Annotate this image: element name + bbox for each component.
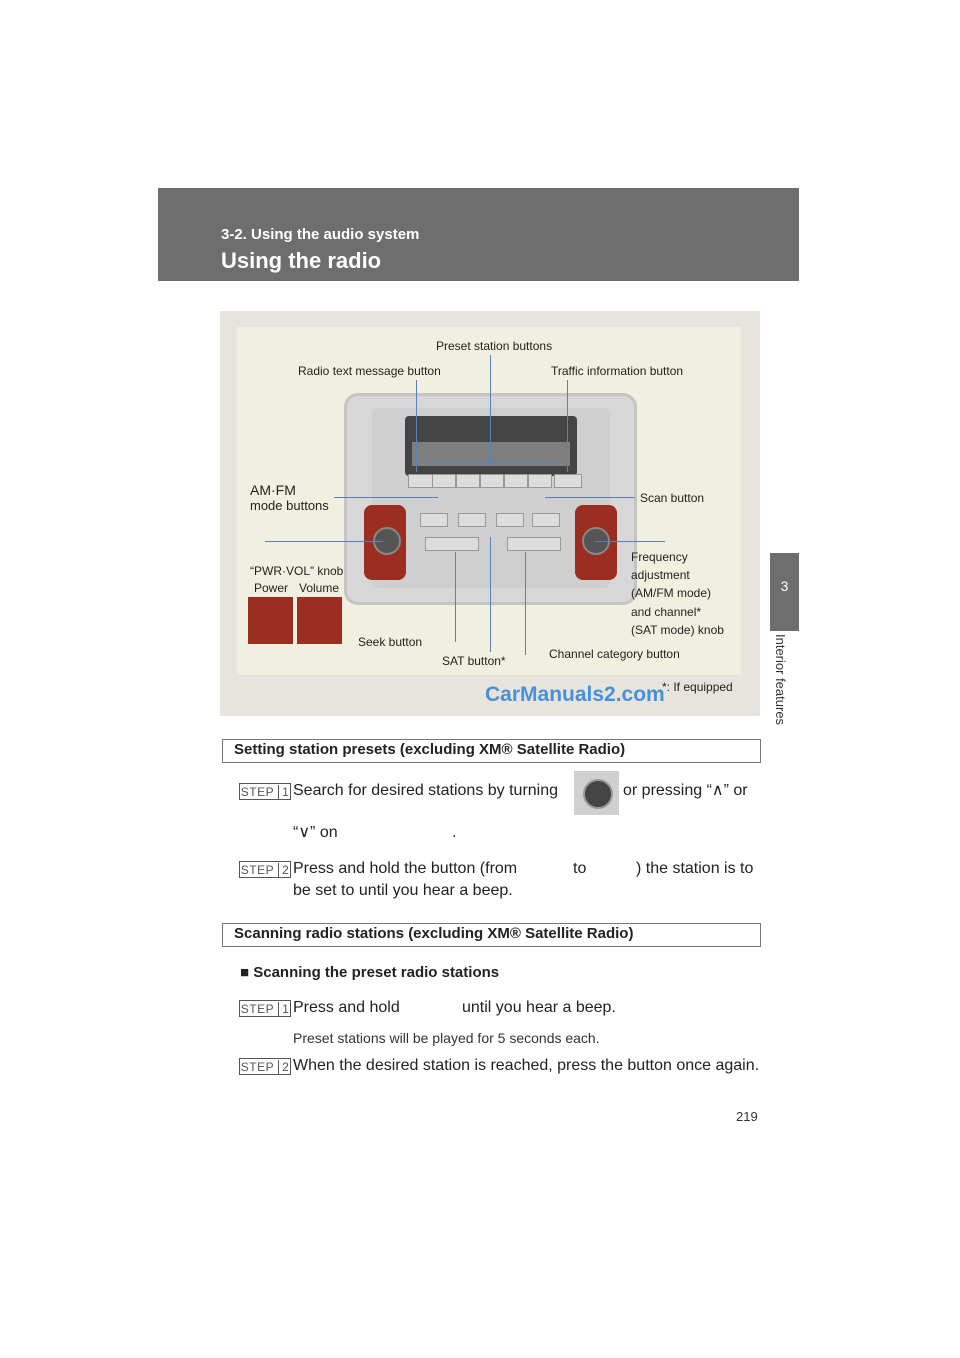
cd-button-graphic [496, 513, 524, 527]
callout-scan-button: Scan button [640, 491, 705, 505]
callout-seek-button: Seek button [358, 635, 423, 649]
step-text: Press and hold the button (from [293, 860, 518, 877]
page-title: Using the radio [221, 248, 382, 273]
step-number: 2 [278, 862, 289, 877]
chapter-tab [770, 553, 799, 631]
step-text: to [573, 860, 587, 877]
callout-traffic-info-button: Traffic information button [551, 364, 684, 378]
power-press-inset [248, 597, 293, 644]
step-label: STEP [240, 1001, 275, 1016]
watermark: CarManuals2.com [485, 683, 665, 706]
traffic-button-graphic [554, 474, 582, 488]
step-text: . [452, 824, 457, 841]
section-label: 3-2. Using the audio system [221, 226, 420, 243]
callout-am-fm-line1: AM·FM [250, 482, 296, 498]
step-label: STEP [240, 862, 275, 877]
step-label: STEP [240, 1059, 275, 1074]
page-number: 219 [736, 1109, 758, 1124]
callout-pwr-vol-knob: “PWR·VOL” knob [250, 564, 344, 578]
section-heading-setting-presets: Setting station presets (excluding XM® S… [222, 739, 761, 763]
callout-sat-button: SAT button* [442, 654, 506, 668]
callout-frequency-line5: (SAT mode) knob [631, 623, 724, 637]
am-button-graphic [420, 513, 448, 527]
step-text: be set to until you hear a beep. [293, 882, 513, 899]
callout-line [455, 552, 456, 642]
callout-line [545, 497, 635, 498]
callout-line [595, 541, 665, 542]
step-number: 2 [278, 1059, 289, 1074]
header-band [158, 188, 799, 281]
step-number: 1 [278, 1001, 289, 1016]
scan-button-graphic [532, 513, 560, 527]
callout-frequency-line2: adjustment [631, 568, 690, 582]
radio-display-strip [412, 442, 570, 466]
section-heading-scanning: Scanning radio stations (excluding XM® S… [222, 923, 761, 947]
callout-frequency-line3: (AM/FM mode) [631, 586, 712, 600]
step-text: Press and hold [293, 999, 400, 1016]
step-text: or pressing “∧” or [623, 782, 748, 799]
step-text: Search for desired stations by turning [293, 782, 559, 799]
callout-frequency-line1: Frequency [631, 550, 688, 564]
chapter-number: 3 [780, 578, 789, 594]
volume-turn-inset [297, 597, 342, 644]
callout-line [490, 355, 491, 463]
tune-knob-icon [574, 771, 619, 815]
section-title: Setting station presets (excluding XM® S… [234, 741, 626, 758]
step-text: until you hear a beep. [462, 999, 616, 1016]
callout-line [334, 497, 438, 498]
step-text: When the desired station is reached, pre… [293, 1057, 760, 1074]
step-note: Preset stations will be played for 5 sec… [293, 1030, 600, 1046]
callout-power: Power [254, 581, 289, 595]
preset-button-3-graphic [480, 474, 504, 488]
callout-frequency-line4: and channel* [631, 605, 702, 619]
callout-am-fm-line2: mode buttons [250, 498, 329, 513]
step-label: STEP [240, 784, 275, 799]
step-number: 1 [278, 784, 289, 799]
preset-button-5-graphic [528, 474, 552, 488]
callout-channel-category-button: Channel category button [549, 647, 680, 661]
preset-button-4-graphic [504, 474, 528, 488]
sat-button-graphic [458, 513, 486, 527]
callout-line [567, 380, 568, 472]
callout-radio-text-button: Radio text message button [298, 364, 441, 378]
figure-footnote: *: If equipped [662, 680, 733, 694]
callout-line [416, 380, 417, 472]
chapter-title: Interior features [773, 634, 788, 726]
preset-button-1-graphic [432, 474, 456, 488]
type-button-graphic [507, 537, 561, 551]
callout-line [265, 541, 383, 542]
callout-line [425, 463, 555, 464]
callout-line [525, 552, 526, 655]
callout-line [490, 537, 491, 652]
step-text: ) the station is to [636, 860, 754, 877]
seek-button-graphic [425, 537, 479, 551]
section-title: Scanning radio stations (excluding XM® S… [234, 925, 634, 942]
callout-volume: Volume [299, 581, 340, 595]
subheading: ■ Scanning the preset radio stations [240, 964, 500, 981]
step-text: “∨” on [293, 824, 338, 841]
preset-button-2-graphic [456, 474, 480, 488]
callout-preset-station-buttons: Preset station buttons [436, 339, 553, 353]
